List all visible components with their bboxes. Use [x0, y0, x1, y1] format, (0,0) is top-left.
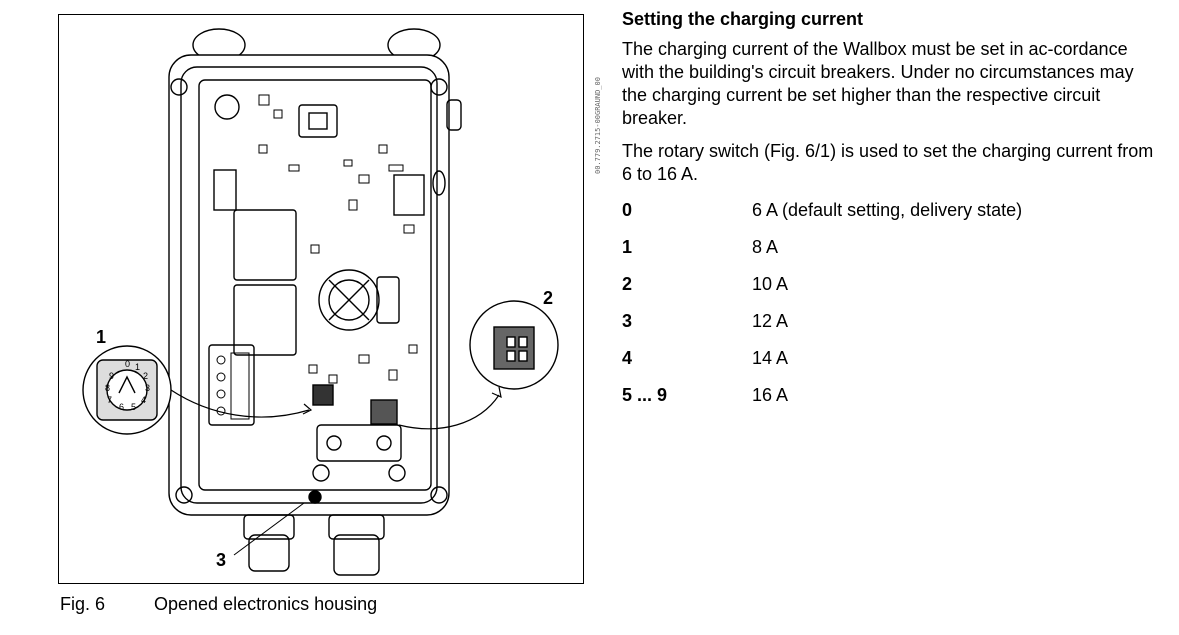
switch-position: 4 — [622, 348, 633, 368]
charging-current: 8 A — [752, 237, 779, 257]
switch-position: 2 — [622, 274, 633, 294]
dial-label: 3 — [145, 383, 150, 393]
table-row: 5 ... 9 16 A — [622, 385, 1022, 422]
paragraph-circuit-breakers: The charging current of the Wallbox must… — [622, 39, 1134, 128]
charging-current: 16 A — [752, 385, 789, 405]
callout-3: 3 — [216, 550, 227, 570]
figure-frame: 0 1 2 3 4 5 6 7 8 9 — [58, 14, 584, 584]
dial-label: 2 — [143, 371, 148, 381]
charging-current: 10 A — [752, 274, 789, 294]
table-row: 2 10 A — [622, 274, 1022, 311]
switch-position: 0 — [622, 200, 633, 220]
electronics-housing-drawing: 0 1 2 3 4 5 6 7 8 9 — [82, 28, 559, 576]
dial-label: 4 — [141, 395, 146, 405]
table-row: 3 12 A — [622, 311, 1022, 348]
switch-position: 1 — [622, 237, 633, 257]
dial-label: 9 — [109, 371, 114, 381]
dial-label: 1 — [135, 362, 140, 372]
charging-current: 14 A — [752, 348, 789, 368]
table-row: 4 14 A — [622, 348, 1022, 385]
switch-position: 5 ... 9 — [622, 385, 668, 405]
dial-label: 8 — [105, 383, 110, 393]
dial-label: 0 — [125, 359, 130, 369]
table-row: 1 8 A — [622, 237, 1022, 274]
charging-current: 12 A — [752, 311, 789, 331]
dial-label: 5 — [131, 402, 136, 412]
charging-current: 6 A (default setting, delivery state) — [752, 200, 1023, 220]
switch-position: 3 — [622, 311, 633, 331]
callout-2: 2 — [543, 288, 554, 308]
figure-caption: Fig. 6 Opened electronics housing — [60, 594, 377, 615]
charging-current-table: 0 6 A (default setting, delivery state) … — [622, 200, 1022, 422]
caption-number: Fig. 6 — [60, 594, 106, 614]
dial-label: 7 — [107, 395, 112, 405]
callout-1: 1 — [96, 327, 107, 347]
table-row: 0 6 A (default setting, delivery state) — [622, 200, 1022, 237]
document-id: 00.779.2715-00GRAUND_00 — [594, 77, 602, 174]
text-column: Setting the charging current The chargin… — [622, 8, 1162, 422]
section-title: Setting the charging current — [622, 9, 864, 29]
paragraph-rotary-switch: The rotary switch (Fig. 6/1) is used to … — [622, 141, 1154, 184]
rotary-dial-labels: 0 1 2 3 4 5 6 7 8 9 — [105, 359, 150, 412]
dial-label: 6 — [119, 402, 124, 412]
caption-text: Opened electronics housing — [154, 594, 378, 614]
